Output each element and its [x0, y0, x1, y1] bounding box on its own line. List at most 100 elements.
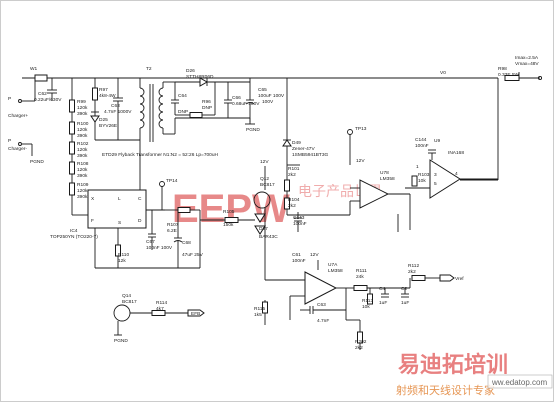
- ic4-part: TOP250YN (TO220-7): [50, 234, 98, 240]
- u9-pin5: 5: [434, 181, 437, 187]
- ic4-pin-l: L: [118, 196, 121, 202]
- pgnd-secondary: PGND: [246, 127, 260, 133]
- q12-val: BC817: [260, 182, 275, 188]
- amp-u7a-section: 12V C61 100nF U7A LM358 C63 4.7nF R115 1…: [254, 252, 464, 351]
- vref-netlabel: [439, 274, 455, 282]
- tp14-label: TP14: [166, 178, 178, 184]
- edatop-cn-sub: 射频和天线设计专家: [396, 383, 495, 397]
- u9-pin1: 1: [416, 164, 419, 170]
- ic4-pin-f: F: [91, 218, 94, 224]
- r109-val2: 390k: [77, 194, 88, 200]
- r96-val: DNP: [202, 105, 212, 111]
- d25-val: BYV26E: [99, 123, 117, 129]
- r114-val: 4k7: [156, 306, 164, 312]
- terminal-bot: [18, 142, 22, 146]
- r103-val: 10k: [418, 178, 426, 184]
- terminal-top: [18, 99, 22, 103]
- r113-val: 10k: [362, 304, 370, 310]
- c67-val: 100nF 100V: [146, 245, 173, 251]
- u9-pin3: 3: [434, 172, 437, 178]
- t2-ref: T2: [146, 66, 152, 72]
- d26-val: STTH8R06D: [186, 74, 214, 80]
- c64-ref: C64: [178, 93, 187, 99]
- c63-ref: C63: [111, 103, 120, 109]
- resistor-chain: R99 120k 390k R100 120k 390k R102 120k 3…: [69, 78, 89, 215]
- amp-u78-section: 12V U78 LM358 C144 100nF U9 INA168 1 3 5…: [305, 137, 498, 232]
- c143-val: 100nF: [293, 221, 307, 227]
- ic4-pin-s: S: [118, 220, 121, 226]
- c65-val2: 100V: [262, 99, 274, 105]
- fuse-symbol: [34, 74, 48, 82]
- pgnd-input: PGND: [30, 159, 44, 165]
- r111-val: 24k: [356, 274, 364, 280]
- r102-val: 120k: [77, 147, 88, 153]
- c143-ref: C143: [293, 215, 305, 221]
- r100-val2: 390k: [77, 133, 88, 139]
- edatop-url: ww.edatop.com: [491, 378, 547, 387]
- d26-ref: D26: [186, 68, 195, 74]
- r99-val2: 390k: [77, 111, 88, 117]
- r114-ref: R114: [156, 300, 167, 306]
- r112-ref: R112: [408, 263, 419, 269]
- c2-ref: C2: [401, 286, 407, 292]
- t2-label: ETD29 Flyback Transformer N1:N2 = 52:26 …: [102, 152, 219, 158]
- r102-val2: 390k: [77, 153, 88, 159]
- r102-ref: R102: [77, 141, 89, 147]
- vmax-label: Vmax=48V: [515, 61, 539, 67]
- r110-ref: R110: [118, 252, 129, 258]
- pgnd-q14: PGND: [114, 338, 128, 344]
- q12-symbol: [253, 191, 271, 209]
- c63-val: 4.7nF 1000V: [104, 109, 132, 115]
- c63b-val: 4.7nF: [317, 318, 329, 324]
- c68-val: 47uF 25V: [182, 252, 204, 258]
- u7a-v12: 12V: [310, 252, 319, 258]
- u7a-opamp: [304, 271, 338, 305]
- r109-ref: R109: [77, 182, 89, 188]
- q14-section: Q14 BC817 PGND R114 4k7 EFB: [113, 293, 205, 344]
- c63b-ref: C63: [317, 302, 326, 308]
- control-section: TP14 C67 100nF 100V R110 12k R107 6.2E C…: [115, 159, 307, 268]
- r108-val2: 390k: [77, 173, 88, 179]
- c4-val: 1uF: [379, 300, 387, 306]
- c144-ref: C144: [415, 137, 427, 143]
- input-section: P Charger+ P Charger- PGND W1 C62 0.22uF…: [8, 66, 440, 165]
- q14-symbol: [113, 304, 131, 322]
- q14-ref: Q14: [122, 293, 131, 299]
- r104-val: 2k2: [288, 203, 296, 209]
- u78-part: LM358: [380, 176, 395, 182]
- imax-label: Imax=2.5A: [515, 55, 539, 61]
- ic4-ref: IC4: [70, 228, 78, 234]
- r107-val: 6.2E: [167, 228, 177, 234]
- c68-ref: C68: [182, 240, 191, 246]
- p-bot-sub: Charger-: [8, 146, 27, 152]
- r115-val: 1k5: [254, 312, 262, 318]
- r111-ref: R111: [356, 268, 367, 274]
- eepw-watermark: EEPW 电子产品世界: [172, 184, 382, 231]
- r96-ref: R96: [202, 99, 211, 105]
- efb-label: EFB: [191, 311, 200, 317]
- u78-opamp: [359, 179, 390, 209]
- tp13-symbol: [347, 129, 353, 135]
- u9-amp: [429, 159, 461, 199]
- ic4-pin-x: X: [91, 196, 95, 202]
- p-top-label: P: [8, 96, 11, 102]
- c65-val: 100uF 100V: [258, 93, 285, 99]
- r105-val: 150k: [223, 222, 234, 228]
- v0-label-1: V0: [440, 70, 446, 76]
- q12-v12: 12V: [260, 159, 269, 165]
- d26-diode: [199, 77, 209, 87]
- u78-v12: 12V: [356, 158, 365, 164]
- r103-ref: R103: [418, 172, 430, 178]
- d27-ref: D27: [259, 226, 268, 232]
- r202-val: 2k2: [355, 345, 363, 351]
- c66-ref: C66: [232, 95, 241, 101]
- r104-ref: R104: [288, 197, 300, 203]
- r112-val: 2k2: [408, 269, 416, 275]
- c62-ref: C62: [38, 91, 47, 97]
- r109-val: 120k: [77, 188, 88, 194]
- r108-ref: R108: [77, 161, 89, 167]
- d49-ref: D49: [292, 140, 301, 146]
- ic4-top250: IC4 TOP250YN (TO220-7) X F C L S D: [50, 140, 200, 269]
- r115-ref: R115: [254, 306, 265, 312]
